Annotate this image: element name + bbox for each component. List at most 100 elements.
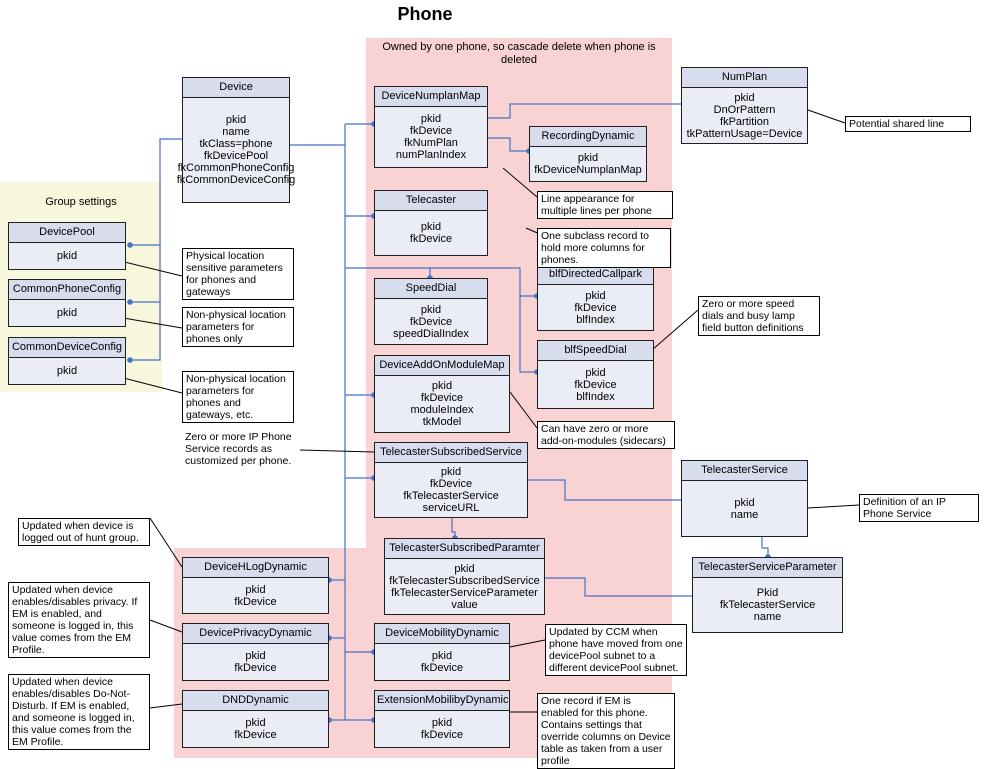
- field: fkDevice: [409, 125, 453, 137]
- field: speedDialIndex: [393, 327, 469, 340]
- field: pkid: [56, 307, 78, 319]
- field: pkid: [431, 380, 453, 392]
- telecastersubscribedparamter-table-name: TelecasterSubscribedParamter: [385, 539, 544, 559]
- field: pkid: [245, 650, 266, 662]
- field: Pkid: [756, 587, 779, 599]
- group-settings-label: Group settings: [45, 196, 117, 208]
- commonphoneconfig-table-fields: pkid: [9, 300, 125, 326]
- field: fkDevice: [574, 301, 617, 314]
- wire-device-devicepool: [130, 138, 182, 246]
- note-physical-location: Physical location sensitive parameters f…: [182, 248, 294, 300]
- wire-subscribed-paramter: [451, 518, 456, 538]
- note-subclass-record: One subclass record to hold more columns…: [537, 228, 671, 268]
- field: name: [222, 126, 250, 138]
- extensionmobilitydynamic-table-name: ExtensionMobilibyDynamic: [375, 691, 509, 711]
- field: blfIndex: [576, 390, 615, 403]
- blfspeeddial-table-name: blfSpeedDial: [538, 341, 653, 361]
- field: pkid: [431, 717, 453, 729]
- field: value: [451, 598, 478, 611]
- devicepool-table-name: DevicePool: [9, 223, 125, 243]
- field: fkDevice: [429, 478, 473, 490]
- field: moduleIndex: [410, 404, 474, 416]
- wire-device-commonphoneconfig: [130, 245, 161, 303]
- field: pkid: [420, 303, 442, 316]
- field: fkCommonPhoneConfig: [177, 162, 295, 174]
- field: fkTelecasterServiceParameter: [391, 586, 538, 599]
- wire-numplan-devicenumplanmap: [488, 103, 681, 119]
- field: tkClass=phone: [199, 138, 273, 150]
- field: fkDevice: [409, 315, 453, 328]
- devicenumplanmap-table-name: DeviceNumplanMap: [375, 87, 487, 107]
- dnddynamic-table-name: DNDDynamic: [183, 691, 328, 711]
- field: fkTelecasterService: [719, 599, 816, 611]
- field: DnOrPattern: [713, 103, 776, 116]
- field: fkTelecasterSubscribedService: [389, 574, 540, 587]
- note-line-appearance: Line appearance for multiple lines per p…: [537, 191, 673, 219]
- field: pkid: [56, 250, 78, 262]
- field: pkid: [431, 650, 453, 662]
- commonphoneconfig-table-name: CommonPhoneConfig: [9, 280, 125, 300]
- field: pkid: [56, 365, 78, 377]
- deviceaddonmodulemap-table-name: DeviceAddOnModuleMap: [375, 356, 509, 376]
- owned-region-label: Owned by one phone, so cascade delete wh…: [382, 41, 656, 66]
- field: pkid: [577, 152, 599, 164]
- wire-to-speeddial: [345, 267, 431, 278]
- field: serviceURL: [422, 502, 480, 514]
- device-table-name: Device: [183, 78, 289, 98]
- field: fkDevice: [234, 662, 277, 674]
- commondeviceconfig-table: CommonDeviceConfig pkid: [8, 337, 126, 385]
- wire-device-commondeviceconfig: [130, 302, 161, 361]
- note-dnd: Updated when device enables/disables Do-…: [8, 674, 150, 750]
- blfdirectedcallpark-table-name: blfDirectedCallpark: [538, 265, 653, 285]
- note-hunt-group: Updated when device is logged out of hun…: [18, 518, 150, 546]
- recordingdynamic-table-name: RecordingDynamic: [530, 127, 646, 147]
- note-device-mobility: Updated by CCM when phone have moved fro…: [545, 624, 687, 676]
- field: fkDevice: [574, 378, 617, 391]
- devicepool-table-fields: pkid: [9, 243, 125, 269]
- note-speed-dials-blf: Zero or more speed dials and busy lamp f…: [698, 296, 820, 336]
- note-non-physical-phones: Non-physical location parameters for pho…: [182, 307, 294, 347]
- note-privacy: Updated when device enables/disables pri…: [8, 582, 150, 658]
- note-extension-mobility: One record if EM is enabled for this pho…: [537, 693, 675, 769]
- field: blfIndex: [576, 313, 615, 326]
- field: fkPartition: [720, 115, 769, 128]
- devicepool-table: DevicePool pkid: [8, 222, 126, 270]
- wire-devicenumplanmap-recording: [488, 137, 529, 152]
- field: pkid: [734, 496, 755, 509]
- commonphoneconfig-table: CommonPhoneConfig pkid: [8, 279, 126, 327]
- deviceprivacydynamic-table-name: DevicePrivacyDynamic: [183, 624, 328, 644]
- commondeviceconfig-table-fields: pkid: [9, 358, 125, 384]
- telecasterserviceparameter-table-name: TelecasterServiceParameter: [693, 558, 842, 578]
- field: pkid: [420, 221, 442, 233]
- wire-service-parameter: [761, 537, 769, 557]
- field: fkCommonDeviceConfig: [176, 174, 296, 186]
